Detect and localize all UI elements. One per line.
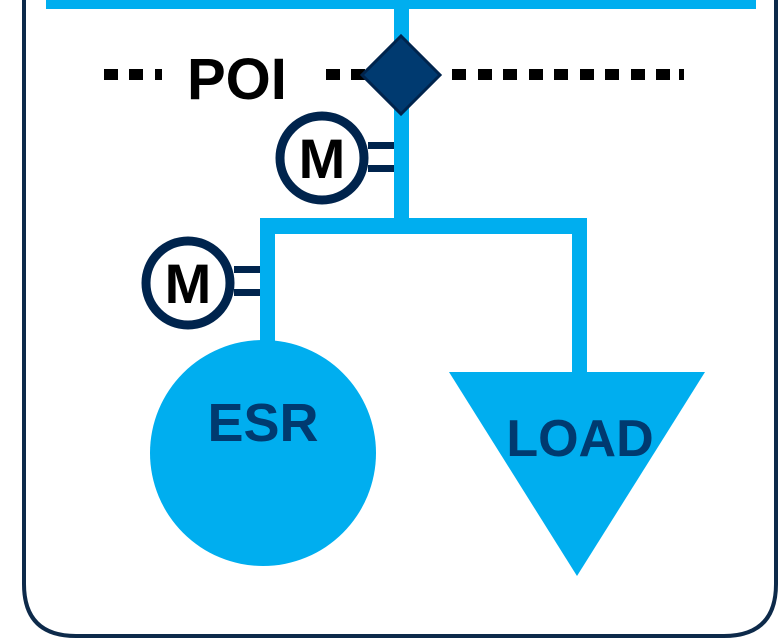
- esr-circle: [150, 340, 376, 566]
- lower-meter-label: M: [165, 252, 212, 315]
- esr-feeder-line: [260, 218, 275, 348]
- busbar: [46, 0, 756, 9]
- lower-meter: M: [141, 236, 260, 330]
- upper-meter: M: [275, 111, 394, 205]
- upper-meter-label: M: [299, 127, 346, 190]
- esr-label: ESR: [207, 393, 318, 453]
- load-label: LOAD: [506, 410, 653, 468]
- branch-line: [260, 218, 587, 234]
- load-feeder-line: [572, 218, 587, 378]
- poi-label: POI: [187, 47, 287, 112]
- load-triangle: [449, 372, 705, 576]
- poi-boundary-line: [104, 69, 684, 80]
- poi-node-diamond: [359, 33, 443, 117]
- frame-border: [22, 0, 778, 638]
